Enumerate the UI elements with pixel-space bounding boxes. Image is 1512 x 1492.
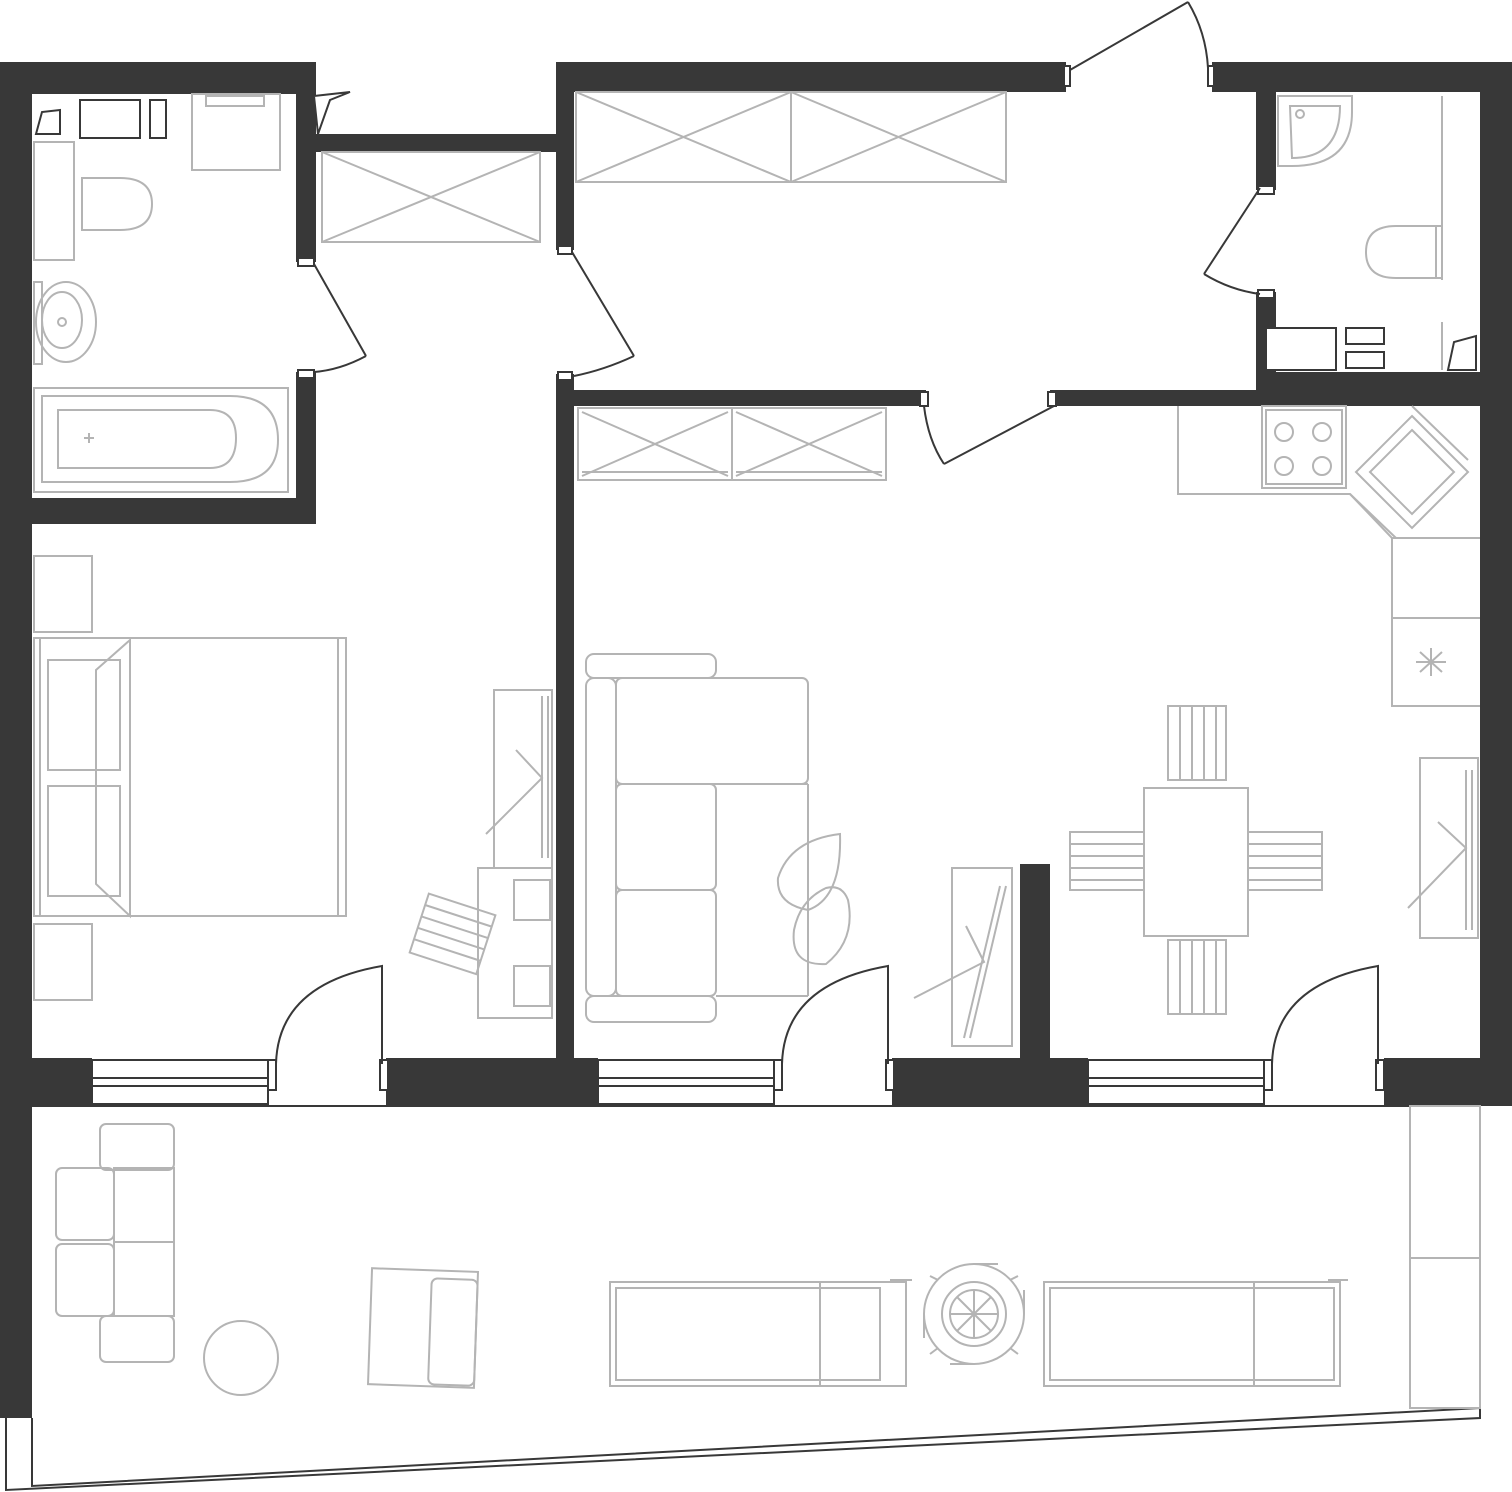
bathroom [33,93,289,493]
wall-bath-bottom [0,498,316,524]
window-kitchen [1087,1059,1265,1105]
wc [1277,95,1443,370]
kitchen-sink-icon [1354,414,1470,530]
tv-stand-kitchen [1419,757,1479,939]
kitchen-counter [1177,406,1480,707]
windows [91,1059,1265,1105]
nightstand-bottom [33,923,93,1001]
bathtub-icon [33,387,289,493]
closet-bedroom [321,151,541,243]
entrance-door-icon [1069,1,1209,71]
wall-left-balcony [0,1104,32,1418]
wall-south-2 [386,1058,598,1106]
balcony-furniture [55,1123,1348,1396]
bath-door-icon [313,263,367,373]
lounger-left-icon [609,1279,912,1387]
wall-left [0,62,32,1104]
living-room [585,653,1013,1047]
wall-wc-left [1256,62,1276,190]
bedroom [33,555,553,1019]
dining-chair-left [1069,831,1145,891]
sink-icon [35,281,97,363]
wall-south-4 [1384,1058,1512,1106]
wc-sink-icon [1277,95,1353,167]
wall-south-3 [892,1058,1088,1106]
walls [0,62,1512,1418]
dining-table-icon [1143,787,1249,937]
nightstand-top [33,555,93,633]
umbrella-table-icon [923,1263,1025,1365]
wc-door-icon [1203,187,1261,295]
pillow-bottom [47,785,121,897]
bed-icon [33,637,347,917]
living-door-icon [923,405,1055,465]
dining-chair-right [1247,831,1323,891]
hall-door-icon [571,251,635,377]
service-shafts [34,91,1477,371]
toilet-icon [81,177,154,231]
balcony-door-kitchen-icon [1271,964,1379,1065]
sofa-icon [585,653,809,1023]
wall-corridor-left [556,62,574,250]
dining-chair-bottom [1167,939,1227,1015]
coffee-table-icon [203,1320,279,1396]
wall-pillar [1020,864,1050,1064]
decor-leaf-icon [776,832,842,912]
armchair-icon [366,1267,480,1389]
doors [267,1,1385,1091]
corner-sofa-icon [55,1123,175,1363]
wc-toilet-icon [1364,225,1437,279]
wall-top-hall [556,62,1066,92]
washing-machine-icon [191,93,281,171]
tv-stand-living [951,867,1013,1047]
wall-bath-right [296,62,316,262]
pillow-top [47,659,121,771]
wall-hall-bottom [556,390,926,406]
window-bedroom [91,1059,269,1105]
wall-closet-top [316,134,558,152]
tv-stand-bedroom [493,689,553,869]
kitchen [1069,405,1480,1015]
wall-corridor-left-lower [556,374,574,1064]
lounger-right-icon [1043,1279,1348,1387]
fridge-icon [1416,648,1446,676]
balcony-outline [5,1105,1481,1492]
dining-chair-top [1167,705,1227,781]
wall-south-1 [0,1058,92,1106]
closets [321,91,1007,481]
balcony-door-living-icon [781,964,889,1065]
wall-bath-right-lower [296,372,316,524]
balcony-door-bedroom-icon [275,964,383,1065]
chair-bedroom-icon [408,892,497,976]
stove-icon [1261,405,1347,489]
window-living [597,1059,775,1105]
wall-right [1480,62,1512,1104]
wall-wc-bottom [1256,372,1480,404]
wall-top-bath [0,62,316,94]
